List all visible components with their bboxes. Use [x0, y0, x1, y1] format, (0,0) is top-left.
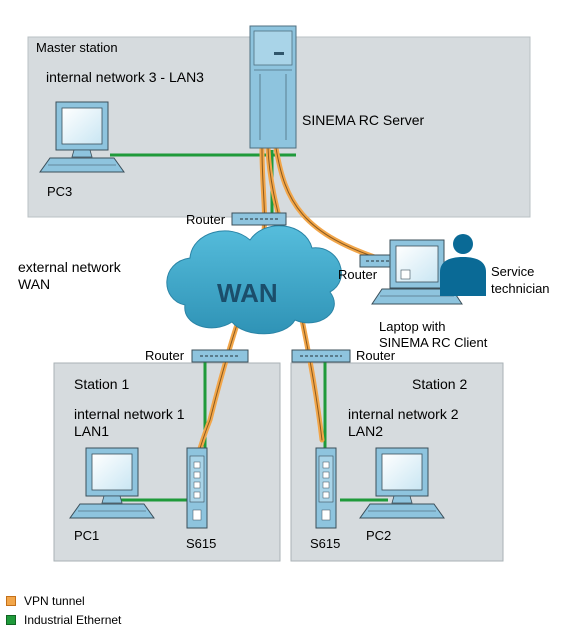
- sinema-rc-server: [249, 25, 297, 149]
- router-station1: [191, 349, 249, 363]
- laptop-label-line2: SINEMA RC Client: [379, 335, 488, 350]
- station1-title: Station 1: [74, 376, 130, 392]
- station2-network-line2: LAN2: [348, 423, 384, 439]
- technician-label-line1: Service: [491, 264, 535, 279]
- router-station1-label: Router: [145, 348, 185, 363]
- station1-network-line1: internal network 1: [74, 406, 185, 422]
- pc1-computer: [69, 447, 155, 519]
- station2-network-line1: internal network 2: [348, 406, 459, 422]
- s615-right-label: S615: [310, 536, 341, 551]
- master-network-label: internal network 3 - LAN3: [46, 69, 204, 85]
- router-station2-label: Router: [356, 348, 396, 363]
- industrial-ethernet-lines: [110, 150, 388, 502]
- legend-ethernet-label: Industrial Ethernet: [24, 613, 122, 627]
- pc3-computer: [39, 101, 125, 173]
- ethernet-swatch-icon: [6, 615, 16, 625]
- station1-network-line2: LAN1: [74, 423, 110, 439]
- legend-vpn: VPN tunnel: [6, 594, 85, 608]
- server-label: SINEMA RC Server: [302, 112, 425, 128]
- master-station-title: Master station: [36, 40, 118, 55]
- pc2-label: PC2: [366, 528, 392, 543]
- router-station2: [291, 349, 351, 363]
- laptop: [371, 239, 463, 305]
- router-master: [231, 212, 287, 226]
- external-wan-label: WAN: [18, 276, 51, 292]
- s615-right-device: [315, 447, 337, 529]
- pc1-label: PC1: [74, 528, 100, 543]
- router-laptop-label: Router: [338, 267, 378, 282]
- s615-left-label: S615: [186, 536, 217, 551]
- s615-left-device: [186, 447, 208, 529]
- laptop-label-line1: Laptop with: [379, 319, 446, 334]
- wan-cloud: WAN: [166, 225, 342, 335]
- legend-vpn-label: VPN tunnel: [24, 594, 85, 608]
- pc2-computer: [359, 447, 445, 519]
- service-technician-icon: [440, 234, 486, 296]
- vpn-swatch-icon: [6, 596, 16, 606]
- pc3-label: PC3: [47, 184, 73, 199]
- wan-cloud-label: WAN: [217, 278, 278, 308]
- technician-label-line2: technician: [491, 281, 550, 296]
- external-network-label: external network: [18, 259, 121, 275]
- station2-title: Station 2: [412, 376, 468, 392]
- router-master-label: Router: [186, 212, 226, 227]
- legend-ethernet: Industrial Ethernet: [6, 613, 121, 627]
